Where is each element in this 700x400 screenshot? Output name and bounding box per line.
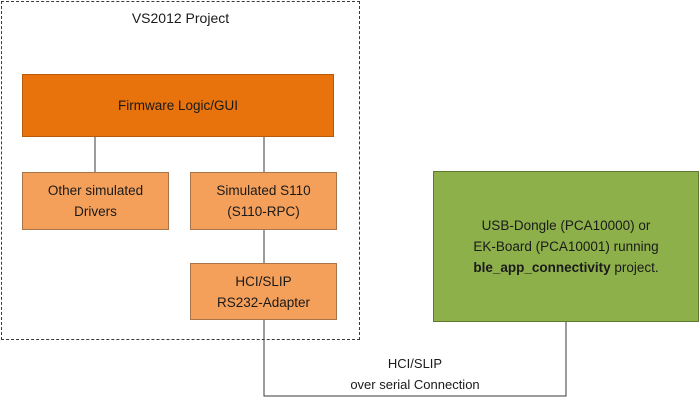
vs2012-project-boundary [1, 1, 360, 340]
serial-connection-line1: HCI/SLIP [387, 356, 443, 371]
simulated-s110-block: Simulated S110 (S110-RPC) [190, 172, 337, 230]
usb-dongle-line3-bold: ble_app_connectivity [473, 260, 611, 275]
project-title: VS2012 Project [131, 10, 230, 26]
serial-connection-line [263, 320, 567, 397]
usb-dongle-line3-rest: project. [610, 260, 659, 275]
s110-line1: Simulated S110 [216, 183, 311, 198]
serial-connection-line2: over serial Connection [350, 377, 480, 392]
other-drivers-line1: Other simulated [47, 183, 144, 198]
other-drivers-line2: Drivers [74, 204, 117, 219]
hci-slip-adapter-block: HCI/SLIP RS232-Adapter [190, 263, 337, 320]
serial-connection-label: HCI/SLIP over serial Connection [300, 353, 530, 395]
usb-dongle-line3: ble_app_connectivity project. [473, 257, 658, 278]
usb-dongle-ek-board-block: USB-Dongle (PCA10000) or EK-Board (PCA10… [433, 171, 699, 322]
usb-dongle-line2: EK-Board (PCA10001) running [473, 239, 659, 254]
firmware-logic-gui-block: Firmware Logic/GUI [22, 74, 334, 137]
firmware-label: Firmware Logic/GUI [117, 98, 239, 113]
hci-adapter-line2: RS232-Adapter [216, 294, 311, 310]
usb-dongle-line1: USB-Dongle (PCA10000) or [481, 218, 651, 233]
s110-line2: (S110-RPC) [227, 204, 300, 219]
hci-adapter-line1: HCI/SLIP [235, 273, 292, 289]
other-simulated-drivers-block: Other simulated Drivers [22, 172, 169, 230]
